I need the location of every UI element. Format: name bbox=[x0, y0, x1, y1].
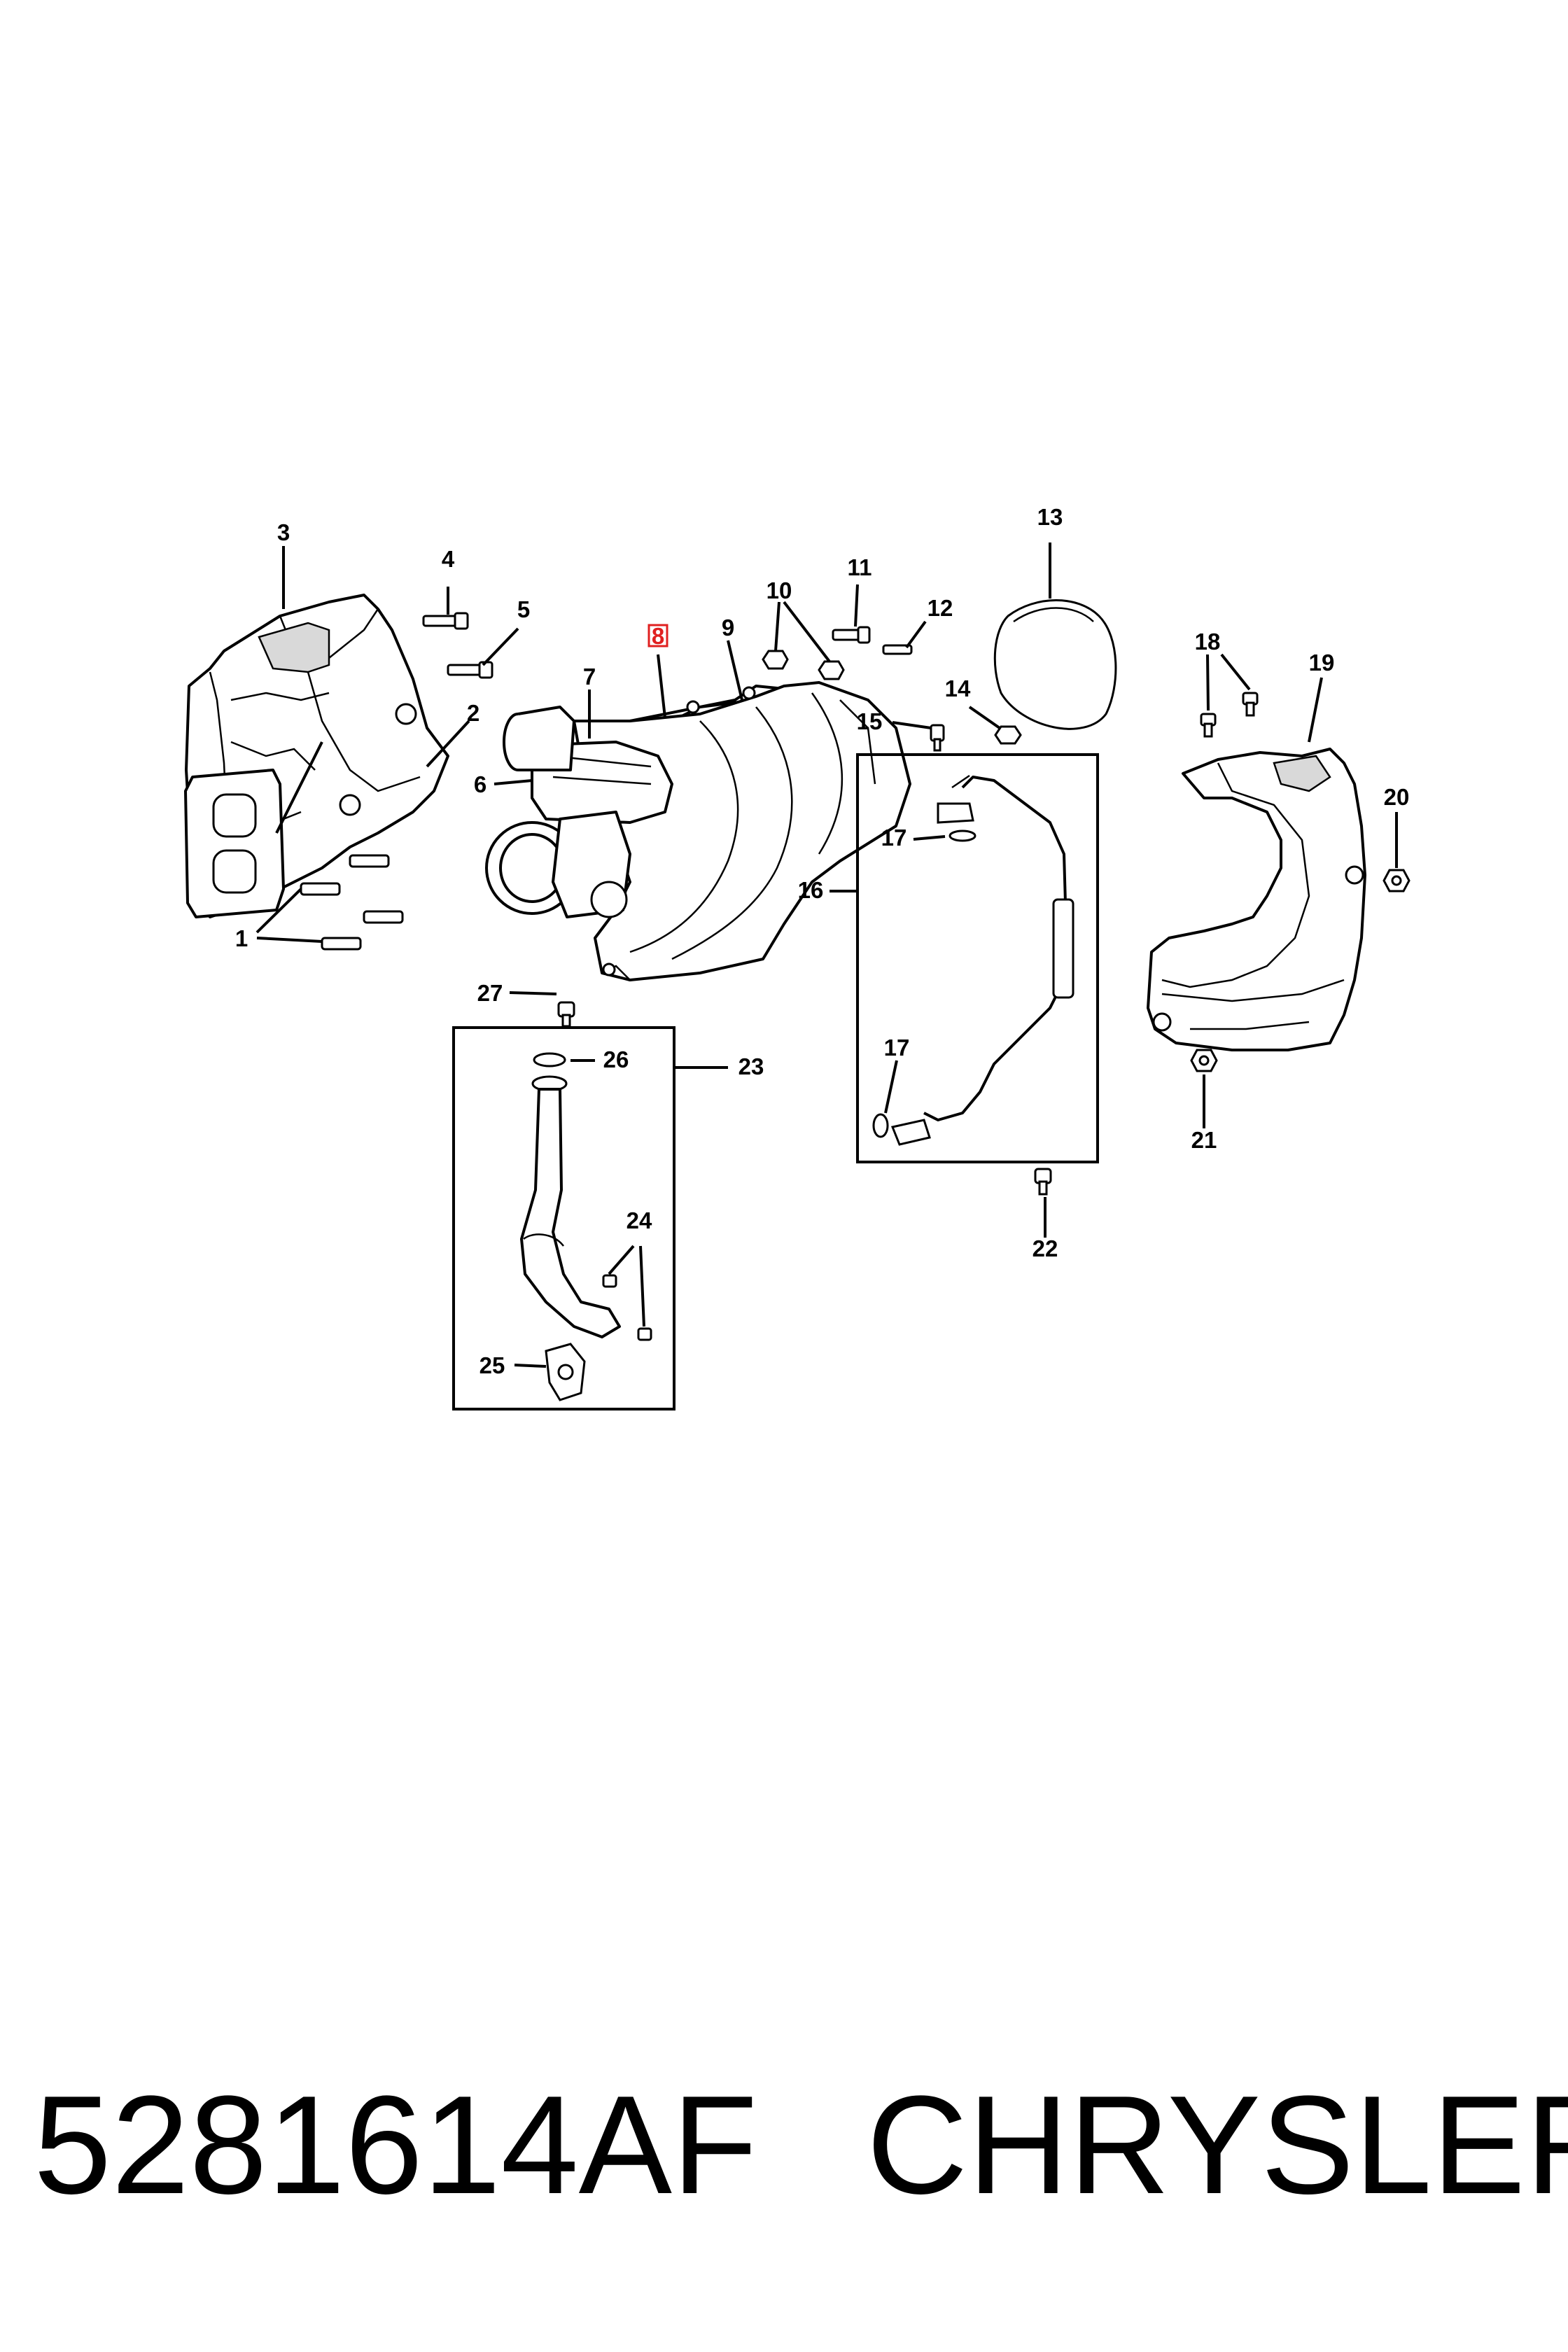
callout-21: 21 bbox=[1191, 1127, 1217, 1153]
callout-23: 23 bbox=[738, 1054, 764, 1079]
callout-20: 20 bbox=[1384, 784, 1410, 810]
fasteners-10-11-12 bbox=[762, 626, 913, 680]
callout-11: 11 bbox=[848, 554, 872, 580]
bolt-27 bbox=[557, 1001, 575, 1028]
callout-17-lower: 17 bbox=[884, 1035, 910, 1060]
callout-10: 10 bbox=[766, 578, 792, 603]
callout-labels: 1 2 3 4 5 6 7 8 9 10 11 12 13 14 15 16 1… bbox=[235, 504, 1410, 1378]
exhaust-studs bbox=[300, 854, 404, 951]
callout-18: 18 bbox=[1195, 629, 1221, 654]
callout-14: 14 bbox=[945, 676, 971, 701]
oil-return-tube-kit bbox=[452, 1026, 676, 1410]
callout-2: 2 bbox=[467, 700, 479, 726]
oil-feed-tube-kit bbox=[856, 753, 1099, 1163]
callout-26: 26 bbox=[603, 1046, 629, 1072]
callout-25: 25 bbox=[479, 1352, 505, 1378]
turbocharger-assembly bbox=[485, 681, 911, 981]
callout-15: 15 bbox=[857, 708, 883, 734]
callout-6: 6 bbox=[474, 771, 486, 797]
bolt-22 bbox=[1034, 1168, 1052, 1196]
callout-4: 4 bbox=[442, 546, 455, 572]
bolts-4-5 bbox=[422, 612, 493, 679]
turbo-heat-shield bbox=[1147, 748, 1366, 1051]
fasteners-14-15 bbox=[930, 724, 1022, 752]
highlight-box-8 bbox=[648, 624, 668, 648]
callout-27: 27 bbox=[477, 980, 503, 1006]
oring-13 bbox=[993, 599, 1117, 730]
brand-name: CHRYSLER bbox=[867, 2067, 1568, 2223]
callout-9: 9 bbox=[722, 615, 734, 640]
nuts-20-21 bbox=[1190, 869, 1410, 1072]
callout-24: 24 bbox=[626, 1208, 652, 1233]
leader-lines bbox=[255, 542, 1398, 1368]
callout-19: 19 bbox=[1309, 650, 1335, 676]
callout-8: 8 bbox=[652, 623, 664, 649]
callout-7: 7 bbox=[583, 664, 596, 690]
callout-12: 12 bbox=[927, 595, 953, 621]
exhaust-gasket bbox=[184, 741, 323, 918]
callout-13: 13 bbox=[1037, 504, 1063, 530]
callout-5: 5 bbox=[517, 596, 530, 622]
callout-22: 22 bbox=[1032, 1236, 1058, 1261]
callout-3: 3 bbox=[277, 519, 290, 545]
callout-16: 16 bbox=[798, 877, 824, 903]
part-number: 5281614AF bbox=[34, 2067, 758, 2223]
callout-1: 1 bbox=[235, 925, 248, 951]
bolts-18 bbox=[1200, 692, 1259, 738]
callout-17-upper: 17 bbox=[881, 825, 907, 850]
